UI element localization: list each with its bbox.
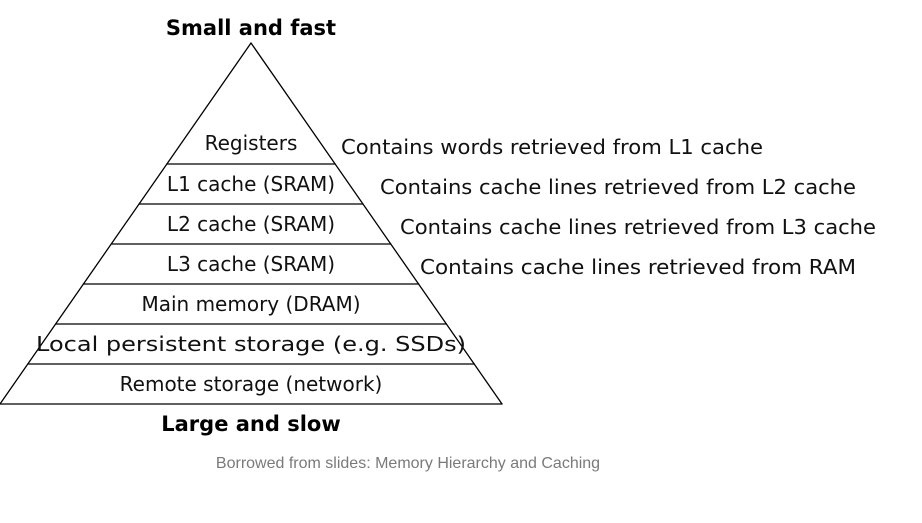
tier-dividers [27,163,475,365]
tier-label-remote-storage: Remote storage (network) [120,372,383,396]
tier-note-l2-cache: Contains cache lines retrieved from L3 c… [400,215,876,239]
tier-note-l1-cache: Contains cache lines retrieved from L2 c… [380,175,856,199]
tier-label-l2-cache: L2 cache (SRAM) [167,212,335,236]
tier-label-local-storage: Local persistent storage (e.g. SSDs) [36,332,466,356]
tier-label-main-memory: Main memory (DRAM) [141,292,360,316]
pyramid-left-edge [0,42,252,405]
tier-note-registers: Contains words retrieved from L1 cache [341,135,763,159]
tier-note-l3-cache: Contains cache lines retrieved from RAM [420,255,856,279]
tier-label-registers: Registers [205,131,298,155]
pyramid-right-edge [250,42,503,405]
tier-label-l3-cache: L3 cache (SRAM) [167,252,335,276]
top-label: Small and fast [166,16,336,40]
caption: Borrowed from slides: Memory Hierarchy a… [215,455,601,472]
bottom-label: Large and slow [161,412,340,436]
tier-label-l1-cache: L1 cache (SRAM) [167,172,335,196]
